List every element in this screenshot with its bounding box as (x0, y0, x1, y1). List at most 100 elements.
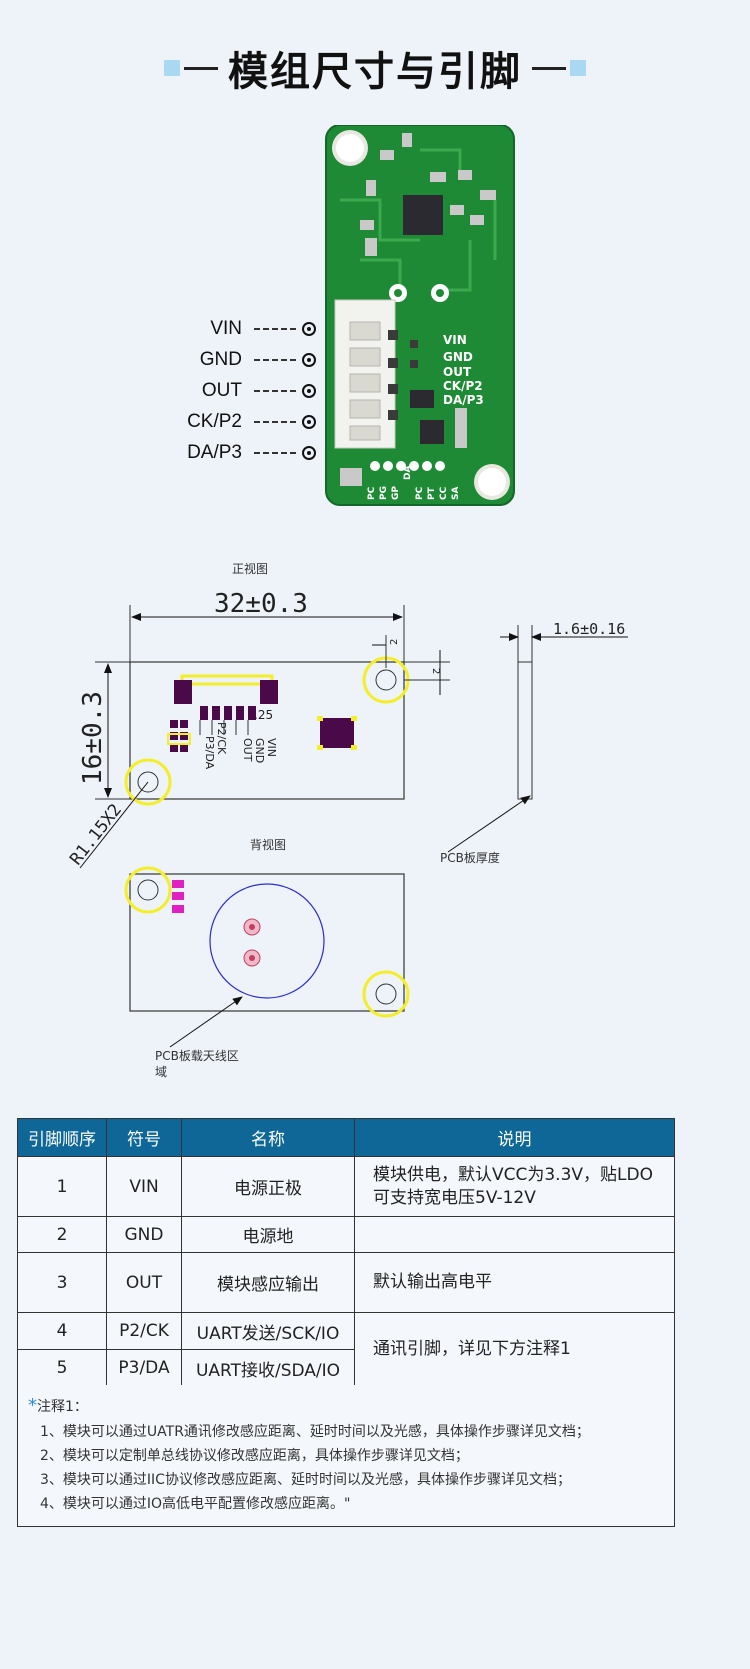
pin-marker-icon (302, 445, 316, 460)
back-view-caption: 背视图 (250, 837, 286, 852)
notes-title-text: 注释1： (37, 1399, 88, 1415)
connector-pad (174, 680, 192, 704)
hole-dimension-v: 2 (430, 668, 441, 674)
cell-description (354, 1216, 675, 1253)
silk-label: OUT (443, 365, 472, 379)
antenna-caption: 域 (155, 1065, 167, 1079)
width-dimension: 32±0.3 (214, 589, 308, 619)
note-line: 1、模块可以通过UATR通讯修改感应距离、延时时间以及光感，具体操作步骤详见文档… (40, 1424, 590, 1440)
silk-bottom: PC (367, 486, 377, 500)
cell-no: 4 (17, 1312, 107, 1350)
cell-no: 3 (17, 1252, 107, 1313)
cell-description: 通讯引脚，详见下方注释1 (354, 1312, 675, 1387)
cell-name: 模块感应输出 (181, 1252, 355, 1313)
silk-bottom: PG (379, 486, 389, 500)
desc-line: 可支持宽电压5V-12V (373, 1187, 536, 1208)
cell-symbol: P3/DA (106, 1349, 182, 1387)
note-line: 3、模块可以通过IIC协议修改感应距离、延时时间以及光感，具体操作步骤详见文档； (40, 1472, 571, 1488)
notes-title: *注释1： (28, 1395, 88, 1416)
cell-name: 电源正极 (181, 1156, 355, 1217)
cell-name: UART发送/SCK/IO (181, 1312, 355, 1350)
note-line: 4、模块可以通过IO高低电平配置修改感应距离。" (40, 1496, 351, 1512)
pin-marker-icon (302, 321, 316, 336)
pin-label-row: DA/P3 (170, 436, 330, 469)
leader-line (254, 451, 296, 454)
pin-label: VIN (210, 317, 242, 339)
pin-marker-icon (302, 414, 316, 429)
mounting-hole (137, 771, 159, 793)
mounting-hole (375, 669, 397, 691)
radius-dimension: R1.15X2 (66, 800, 126, 869)
chip-pad (320, 718, 354, 748)
side-view-outline (517, 661, 533, 800)
pin-label-row: CK/P2 (170, 405, 330, 438)
front-pin-label: P3/DA (203, 736, 216, 770)
column-header: 说明 (354, 1118, 675, 1157)
cell-symbol: VIN (106, 1156, 182, 1217)
note-line: 2、模块可以定制单总线协议修改感应距离，具体操作步骤详见文档； (40, 1448, 469, 1464)
silk-label: CK/P2 (443, 379, 483, 393)
note-star-icon: * (28, 1395, 37, 1416)
table-row: 5 P3/DA UART接收/SDA/IO (17, 1349, 675, 1387)
cell-description: 默认输出高电平 (354, 1252, 675, 1313)
title-right-square (570, 60, 586, 76)
leader-line (254, 420, 296, 423)
notes-box: *注释1： 1、模块可以通过UATR通讯修改感应距离、延时时间以及光感，具体操作… (17, 1385, 675, 1527)
front-view-outline (129, 661, 405, 800)
page-title-bar: 模组尺寸与引脚 (0, 38, 750, 98)
table-row: 4 P2/CK UART发送/SCK/IO 通讯引脚，详见下方注释1 (17, 1312, 675, 1387)
pin-label-row: OUT (170, 374, 330, 407)
pin-label: OUT (201, 379, 242, 401)
front-view-caption: 正视图 (232, 561, 268, 576)
silk-bottom: GP (391, 486, 401, 500)
column-header: 引脚顺序 (17, 1118, 107, 1157)
hole-dimension-h: 2 (389, 639, 400, 645)
table-row: 2 GND 电源地 (17, 1216, 675, 1253)
thickness-dimension: 1.6±0.16 (553, 620, 625, 638)
cell-symbol: P2/CK (106, 1312, 182, 1350)
pin-label: GND (199, 348, 242, 370)
leader-line (254, 327, 296, 330)
cell-name: UART接收/SDA/IO (181, 1349, 355, 1387)
leader-line (254, 358, 296, 361)
front-pin-label: GND (253, 738, 266, 763)
silk-bottom: PC (415, 486, 425, 500)
hole-highlight (124, 758, 172, 806)
table-row: 3 OUT 模块感应输出 默认输出高电平 (17, 1252, 675, 1313)
cell-symbol: OUT (106, 1252, 182, 1313)
silk-bottom: DA (403, 466, 413, 480)
height-dimension: 16±0.3 (78, 691, 108, 785)
title-left-line (184, 66, 218, 70)
front-pin-label: VIN (265, 738, 278, 757)
silk-label: VIN (443, 333, 467, 347)
pin-label-row: GND (170, 343, 330, 376)
desc-line: 模块供电，默认VCC为3.3V，贴LDO (373, 1164, 653, 1185)
back-view-outline (129, 873, 405, 1012)
silk-label: GND (443, 350, 473, 364)
silk-bottom: SA (451, 487, 461, 500)
cell-name: 电源地 (181, 1216, 355, 1253)
column-header: 名称 (181, 1118, 355, 1157)
front-pin-label: OUT (241, 738, 254, 762)
column-header: 符号 (106, 1118, 182, 1157)
cell-symbol: GND (106, 1216, 182, 1253)
connector-pad (260, 680, 278, 704)
front-pin-label: P2/CK (215, 722, 228, 755)
cell-no: 2 (17, 1216, 107, 1253)
page-title: 模组尺寸与引脚 (228, 49, 522, 95)
silk-bottom: CC (439, 486, 449, 500)
title-right-line (532, 66, 566, 70)
pin-label: DA/P3 (187, 441, 242, 463)
silk-label: DA/P3 (443, 393, 484, 407)
silk-bottom: PT (427, 486, 437, 500)
leader-line (254, 389, 296, 392)
thickness-caption: PCB板厚度 (440, 850, 500, 865)
table-header-row: 引脚顺序 符号 名称 说明 (17, 1118, 675, 1157)
pitch-dimension: .25 (254, 708, 273, 722)
dimension-drawing: 正视图 32±0.3 16±0.3 2 2 R1.15X2 .25 VIN GN… (66, 561, 628, 1079)
cell-no: 5 (17, 1349, 107, 1387)
cell-no: 1 (17, 1156, 107, 1217)
pin-marker-icon (302, 352, 316, 367)
